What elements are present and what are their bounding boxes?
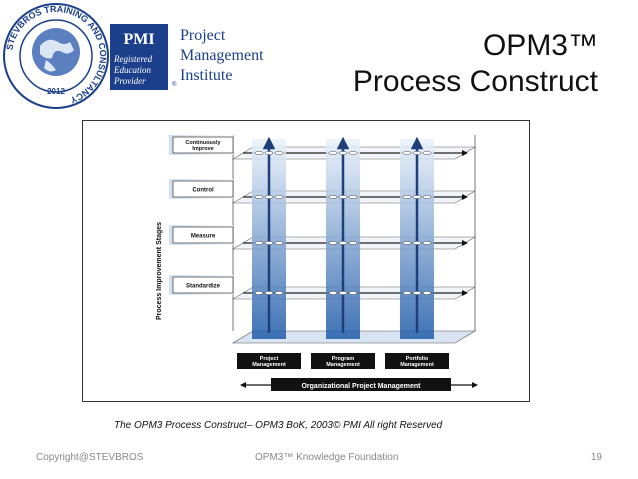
process-node: [264, 195, 274, 199]
process-node: [274, 151, 284, 155]
footer-center-text: OPM3™ Knowledge Foundation: [255, 452, 399, 463]
y-axis-label: Process Improvement Stages: [156, 222, 163, 320]
pmi-rep-logo: PMI Registered Education Provider ® Proj…: [110, 24, 264, 90]
stage-label: Improve: [192, 146, 213, 152]
pmi-name-line2: Management: [180, 47, 264, 64]
bottom-label: Organizational Project Management: [301, 383, 421, 390]
domain-label-box: [237, 353, 301, 369]
process-node: [254, 151, 264, 155]
stage-label-box: [172, 226, 234, 244]
process-node: [338, 151, 348, 155]
process-node: [412, 195, 422, 199]
process-node: [254, 291, 264, 295]
process-node: [328, 195, 338, 199]
stage-label-box: [172, 276, 234, 294]
domain-label: Management: [326, 362, 360, 368]
process-construct-diagram: Process Improvement Stages ContinuouslyI…: [156, 135, 478, 391]
process-node: [254, 195, 264, 199]
slide-title-line1: OPM3™: [482, 29, 598, 62]
figure-caption: The OPM3 Process Construct– OPM3 BoK, 20…: [114, 420, 443, 431]
process-node: [274, 241, 284, 245]
process-node: [422, 151, 432, 155]
process-node: [412, 151, 422, 155]
pmi-name-line3: Institute: [180, 67, 232, 84]
slide-title-line2: Process Construct: [352, 65, 598, 98]
process-node: [412, 241, 422, 245]
stage-label: Measure: [191, 234, 216, 240]
globe-icon: [32, 28, 80, 76]
pmi-mark: PMI: [123, 31, 154, 48]
stage-label: Control: [192, 188, 214, 194]
stage-label-box: [172, 136, 234, 154]
slide-title: OPM3™ Process Construct: [353, 28, 598, 100]
rep-badge-line1: Registered: [113, 54, 153, 64]
process-node: [338, 291, 348, 295]
process-node: [254, 241, 264, 245]
process-node: [348, 241, 358, 245]
process-node: [338, 195, 348, 199]
domain-label: Program: [332, 356, 355, 362]
registered-mark: ®: [172, 81, 177, 88]
bottom-label-box: [271, 378, 451, 391]
domain-label: Management: [252, 362, 286, 368]
process-node: [402, 195, 412, 199]
domain-label: Management: [400, 362, 434, 368]
process-node: [402, 151, 412, 155]
process-node: [338, 241, 348, 245]
process-node: [264, 241, 274, 245]
process-node: [348, 291, 358, 295]
process-node: [328, 151, 338, 155]
process-node: [264, 151, 274, 155]
seal-year: 2012: [47, 87, 65, 96]
process-node: [348, 151, 358, 155]
process-node: [264, 291, 274, 295]
process-node: [422, 241, 432, 245]
process-node: [274, 291, 284, 295]
domain-label-box: [385, 353, 449, 369]
process-node: [422, 291, 432, 295]
stage-label: Continuously: [185, 140, 221, 146]
process-node: [328, 291, 338, 295]
stage-label: Standardize: [186, 284, 221, 290]
process-node: [402, 291, 412, 295]
footer-page-number: 19: [590, 452, 602, 463]
domain-label: Project: [260, 356, 279, 362]
footer-copyright: Copyright@STEVBROS: [36, 452, 144, 463]
pmi-name-line1: Project: [180, 27, 226, 44]
domain-label: Portfolio: [406, 356, 429, 362]
rep-badge-line3: Provider: [113, 76, 146, 86]
process-node: [328, 241, 338, 245]
stage-label-box: [172, 180, 234, 198]
process-node: [402, 241, 412, 245]
stevbros-seal-logo: STEVBROS TRAINING AND CONSULTANCY 2012: [3, 3, 109, 109]
process-node: [412, 291, 422, 295]
rep-badge-line2: Education: [113, 65, 151, 75]
process-node: [348, 195, 358, 199]
process-node: [422, 195, 432, 199]
process-node: [274, 195, 284, 199]
domain-label-box: [311, 353, 375, 369]
